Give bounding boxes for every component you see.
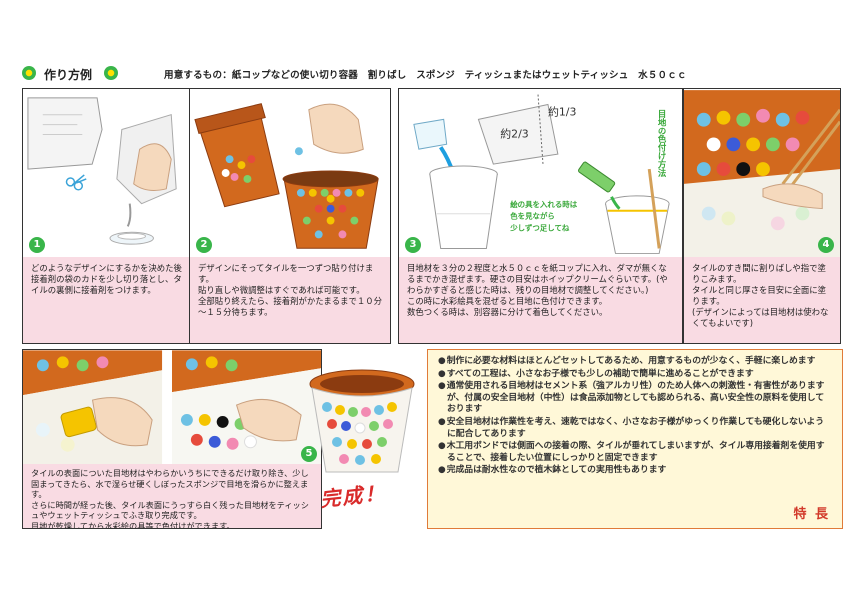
paint-tube-icon	[578, 161, 616, 193]
step-4-caption: タイルのすき間に割りばしや指で塗りこみます。 タイルと同じ厚さを目安に全面に塗り…	[684, 257, 840, 343]
paint-cup	[605, 168, 670, 254]
step-4-panel: 4 タイルのすき間に割りばしや指で塗りこみます。 タイルと同じ厚さを目安に全面に…	[683, 88, 841, 344]
features-list: 制作に必要な材料はほとんどセットしてあるため、用意するものが少なく、手軽に楽しめ…	[438, 356, 832, 477]
step-number: 2	[196, 237, 212, 253]
step-number: 5	[301, 446, 317, 462]
step-3-caption: 目地材を３分の２程度と水５０ｃｃを紙コップに入れ、ダマが無くなるまでかき混ぜます…	[399, 257, 682, 343]
two-third-label: 約2/3	[500, 126, 529, 140]
features-box: 制作に必要な材料はほとんどセットしてあるため、用意するものが少なく、手軽に楽しめ…	[427, 349, 843, 529]
caption-text: タイルと同じ厚さを目安に全面に塗ります。	[692, 285, 826, 306]
caption-text: タイルのすき間に割りばしや指で塗りこみます。	[692, 263, 826, 284]
feature-item: 木工用ボンドでは側面への接着の際、タイルが垂れてしまいますが、タイル専用接着剤を…	[438, 441, 832, 464]
caption-text: どのようなデザインにするかを決めた後接着剤の袋のカドを少し切り落とし、タイルの裏…	[31, 263, 182, 295]
paint-note-2: 色を見ながら	[510, 211, 555, 221]
caption-text: タイルの表面についた目地材はやわらかいうちにできるだけ取り除き、少し固まってきた…	[31, 468, 309, 500]
caption-text: 全部貼り終えたら、接着剤がかたまるまで１０分～１５分待ちます。	[198, 296, 382, 317]
step-1-caption: どのようなデザインにするかを決めた後接着剤の袋のカドを少し切り落とし、タイルの裏…	[23, 257, 191, 343]
step-2-caption: デザインにそってタイルを一つずつ貼り付けます。 貼り直しや微調整はすぐであれば可…	[190, 257, 390, 343]
scissors-icon	[65, 174, 87, 191]
feature-item: 通常使用される目地材はセメント系（強アルカリ性）のため人体への刺激性・有害性があ…	[438, 381, 832, 416]
step-5-caption: タイルの表面についた目地材はやわらかいうちにできるだけ取り除き、少し固まってきた…	[23, 464, 321, 528]
caption-text: (デザインによっては目地材は使わなくてもよいです)	[692, 307, 829, 328]
step-number: 3	[405, 237, 421, 253]
step-1-panel: 1 どのようなデザインにするかを決めた後接着剤の袋のカドを少し切り落とし、タイル…	[22, 88, 192, 344]
step-1-illustration	[27, 97, 177, 245]
paint-note-3: 少しずつ足してね	[509, 223, 570, 233]
caption-text: この時に水彩絵具を混ぜると目地に色付けできます。	[407, 296, 608, 306]
done-label: 完成！	[319, 480, 388, 512]
step-5-illustration	[23, 350, 321, 468]
flower-icon	[22, 66, 36, 80]
caption-text: デザインにそってタイルを一つずつ貼り付けます。	[198, 263, 374, 284]
step-4-illustration	[684, 90, 840, 258]
finished-pot-illustration	[309, 369, 415, 473]
instructions-header: 作り方例 用意するもの：紙コップなどの使い切り容器 割りばし スポンジ ティッシ…	[22, 66, 842, 84]
one-third-label: 約1/3	[548, 104, 577, 118]
caption-text: 目地が乾燥してから水彩絵の具等で色付けができます。	[31, 520, 235, 529]
section-title: 作り方例	[44, 68, 93, 82]
step-3-panel: 約1/3 約2/3 絵の具を入れる時は 色を見ながら 少しずつ足してね 目地の色…	[398, 88, 683, 344]
feature-item: 制作に必要な材料はほとんどセットしてあるため、用意するものが少なく、手軽に楽しめ…	[438, 356, 832, 368]
step-number: 1	[29, 237, 45, 253]
materials-list: 用意するもの：紙コップなどの使い切り容器 割りばし スポンジ ティッシュまたはウ…	[164, 70, 687, 81]
step-3-illustration: 約1/3 約2/3 絵の具を入れる時は 色を見ながら 少しずつ足してね 目地の色…	[413, 94, 670, 254]
feature-item: 完成品は耐水性なので植木鉢としての実用性もあります	[438, 465, 832, 477]
feature-item: すべての工程は、小さなお子様でも少しの補助で簡単に進めることができます	[438, 369, 832, 381]
feature-item: 安全目地材は作業性を考え、速乾ではなく、小さなお子様がゆっくり作業しても硬化しな…	[438, 417, 832, 440]
caption-text: さらに時間が経った後、タイル表面にうっすら白く残った目地材をティッシュやウェット…	[31, 499, 309, 521]
step-5-panel: 5 タイルの表面についた目地材はやわらかいうちにできるだけ取り除き、少し固まって…	[22, 349, 322, 529]
paper-cup	[429, 165, 498, 249]
step-2-panel: 2 デザインにそってタイルを一つずつ貼り付けます。 貼り直しや微調整はすぐであれ…	[189, 88, 391, 344]
caption-text: 貼り直しや微調整はすぐであれば可能です。	[198, 285, 365, 295]
caption-text: 数色つくる時は、別容器に分けて着色してください。	[407, 307, 608, 317]
step-number: 4	[818, 237, 834, 253]
flower-icon	[104, 66, 118, 80]
caption-text: 目地材を３分の２程度と水５０ｃｃを紙コップに入れ、ダマが無くなるまでかき混ぜます…	[407, 263, 668, 295]
tilted-pot	[194, 103, 280, 208]
vertical-note: 目地の色付け方法	[657, 109, 667, 178]
decorated-pot	[282, 170, 379, 249]
features-tag: 特 長	[793, 507, 830, 522]
paint-note-1: 絵の具を入れる時は	[510, 199, 577, 209]
step-2-illustration	[194, 103, 379, 249]
